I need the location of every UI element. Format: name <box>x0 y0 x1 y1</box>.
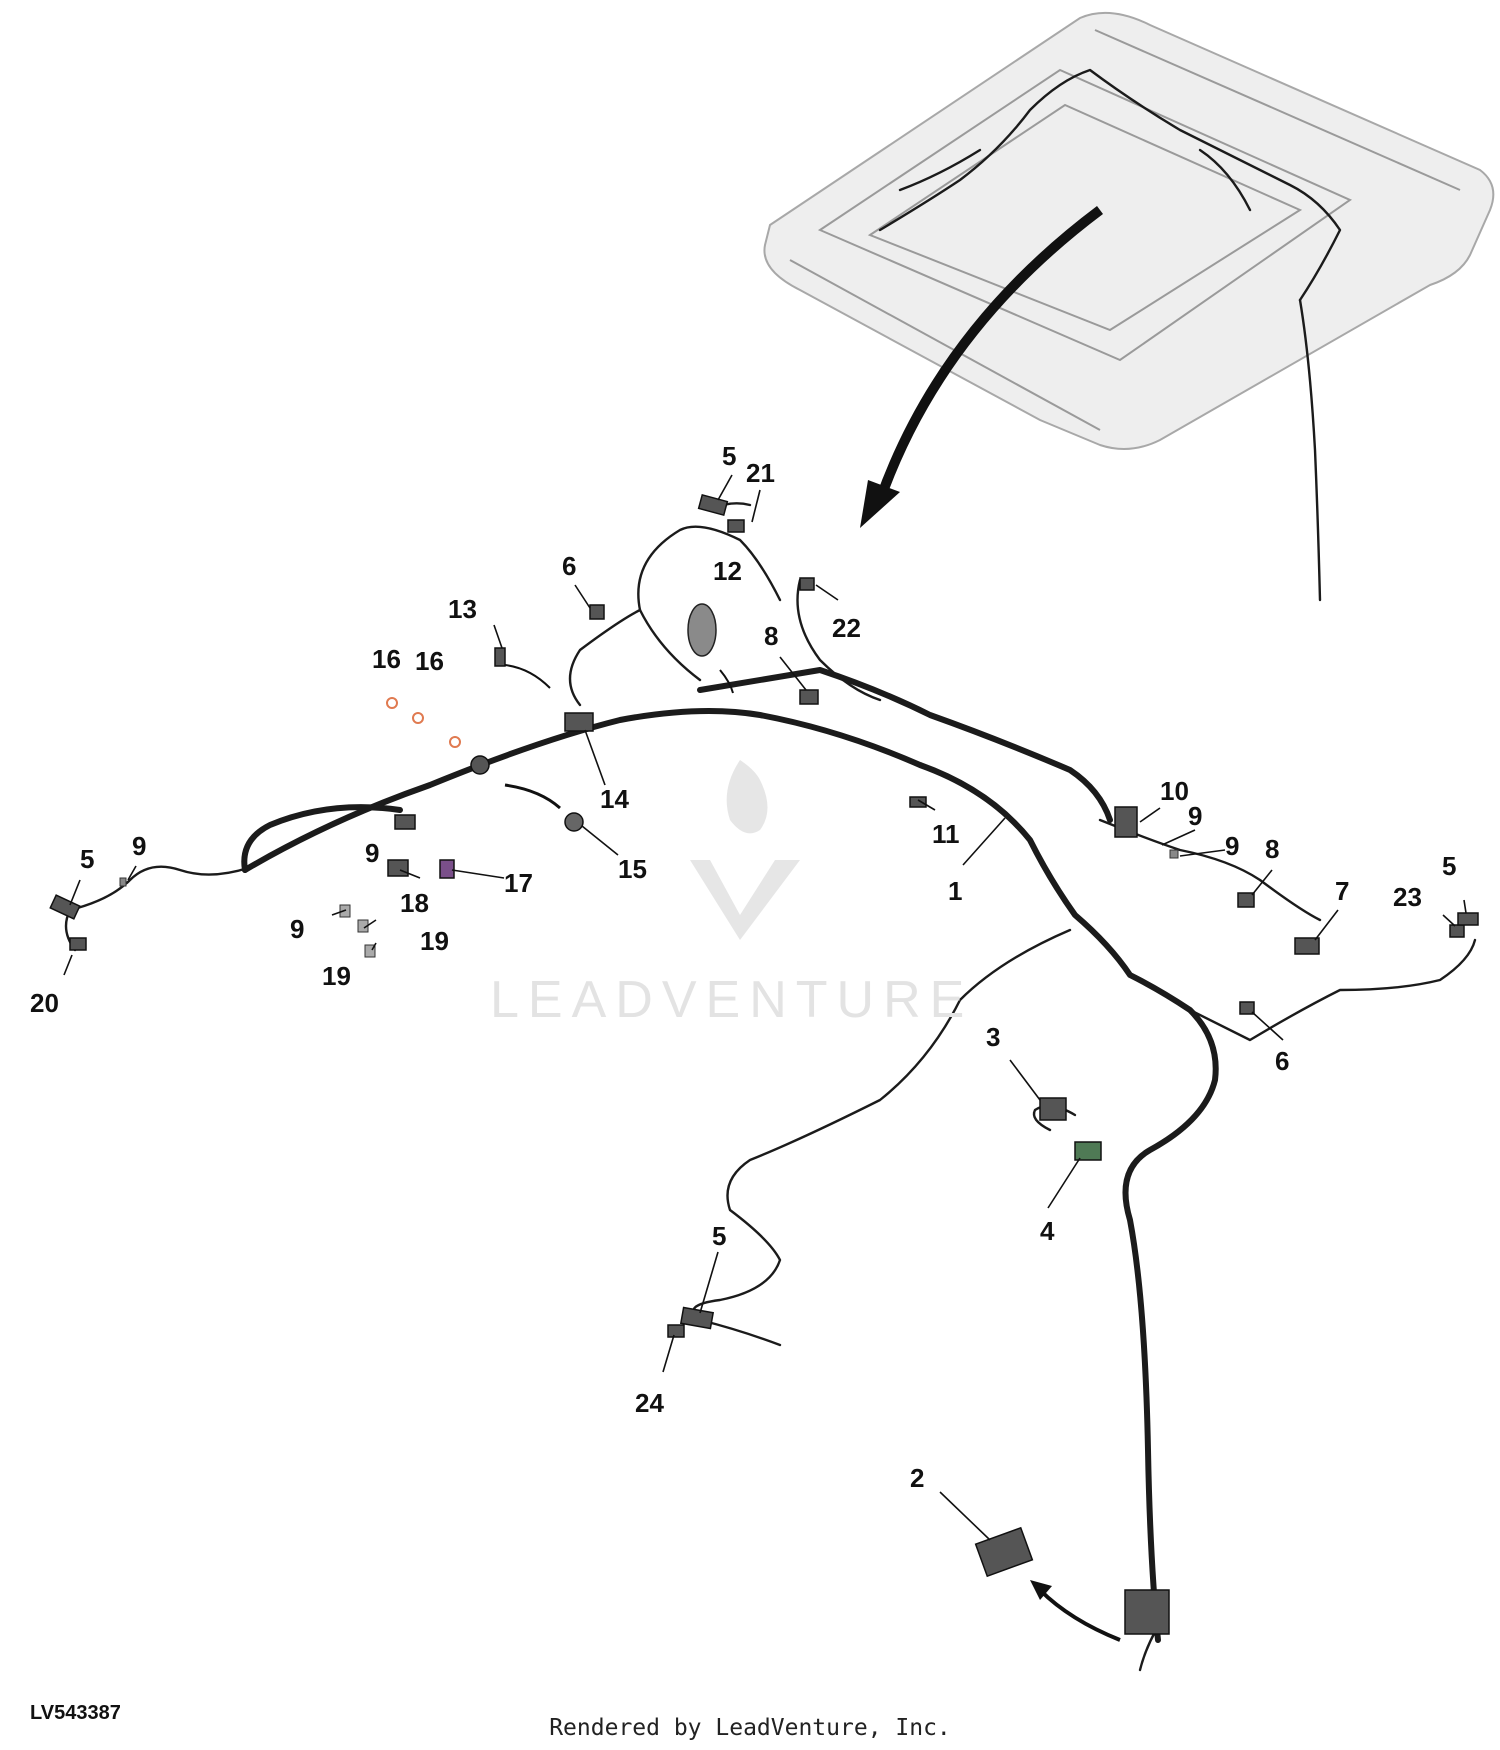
callout-20: 20 <box>30 988 59 1018</box>
connector-8-top <box>799 689 819 705</box>
small-connectors-9-19 <box>119 849 1179 958</box>
callouts: 1 2 3 4 5 5 5 5 6 6 7 8 8 9 9 9 9 9 10 1… <box>30 441 1456 1493</box>
callout-16-left: 16 <box>372 644 401 674</box>
callout-9-mid-upper: 9 <box>365 838 379 868</box>
callout-23: 23 <box>1393 882 1422 912</box>
connector-5-right <box>1457 912 1479 926</box>
connector-13 <box>494 647 506 667</box>
connector-22 <box>799 577 815 591</box>
footer-credit: Rendered by LeadVenture, Inc. <box>549 1715 951 1741</box>
connector-23 <box>1449 924 1465 938</box>
fuses-16 <box>386 697 461 748</box>
component-3 <box>1039 1097 1067 1121</box>
callout-24: 24 <box>635 1388 664 1418</box>
connector-20 <box>69 937 87 951</box>
callout-1: 1 <box>948 876 962 906</box>
callout-4: 4 <box>1040 1216 1055 1246</box>
connector-21 <box>727 519 745 533</box>
connector-5-bottom <box>679 1306 715 1330</box>
callout-14: 14 <box>600 784 629 814</box>
main-harness <box>64 502 1477 1672</box>
connector-bottom-main <box>1124 1589 1170 1635</box>
flow-arrow <box>860 206 1104 528</box>
callout-10: 10 <box>1160 776 1189 806</box>
callout-22: 22 <box>832 613 861 643</box>
component-15 <box>564 812 584 832</box>
connectors <box>49 493 1479 1642</box>
callout-6-top: 6 <box>562 551 576 581</box>
callout-9-right-lower: 9 <box>1225 831 1239 861</box>
connector-10 <box>1114 806 1138 838</box>
callout-9-mid-lower: 9 <box>290 914 304 944</box>
callout-13: 13 <box>448 594 477 624</box>
callout-9-left: 9 <box>132 831 146 861</box>
callout-9-right-upper: 9 <box>1188 801 1202 831</box>
drawing-id: LV543387 <box>30 1702 121 1724</box>
callout-8-top: 8 <box>764 621 778 651</box>
small-arrows <box>504 664 1121 1642</box>
callout-19-upper: 19 <box>420 926 449 956</box>
connector-11 <box>909 796 927 808</box>
leader-lines <box>63 474 1467 1541</box>
callout-16-right: 16 <box>415 646 444 676</box>
callout-3: 3 <box>986 1022 1000 1052</box>
callout-2: 2 <box>910 1463 924 1493</box>
connector-24 <box>667 1324 685 1338</box>
callout-5-top: 5 <box>722 441 736 471</box>
callout-5-left: 5 <box>80 844 94 874</box>
callout-15: 15 <box>618 854 647 884</box>
callout-17: 17 <box>504 868 533 898</box>
callout-11: 11 <box>932 819 960 849</box>
component-15-mount <box>470 755 490 775</box>
component-18 <box>387 859 409 877</box>
callout-6-right: 6 <box>1275 1046 1289 1076</box>
callout-21: 21 <box>746 458 775 488</box>
callout-7: 7 <box>1335 876 1349 906</box>
connector-left-mid <box>394 814 416 830</box>
callout-18: 18 <box>400 888 429 918</box>
component-12-grommet <box>687 603 717 657</box>
connector-5-top <box>697 493 729 517</box>
callout-5-bottom: 5 <box>712 1221 726 1251</box>
component-17 <box>439 859 455 879</box>
watermark-logo <box>690 760 800 940</box>
connector-6-top <box>589 604 605 620</box>
callout-12: 12 <box>713 556 742 586</box>
connector-8-right <box>1237 892 1255 908</box>
callout-8-right: 8 <box>1265 834 1279 864</box>
callout-5-right: 5 <box>1442 851 1456 881</box>
watermark-text: LEADVENTURE <box>490 971 974 1029</box>
callout-19-lower: 19 <box>322 961 351 991</box>
connector-7 <box>1294 937 1320 955</box>
connector-6-right <box>1239 1001 1255 1015</box>
connector-5-left <box>49 894 81 920</box>
component-14 <box>564 712 594 732</box>
cab-roof-illustration <box>763 11 1495 602</box>
connector-4 <box>1074 1141 1102 1161</box>
